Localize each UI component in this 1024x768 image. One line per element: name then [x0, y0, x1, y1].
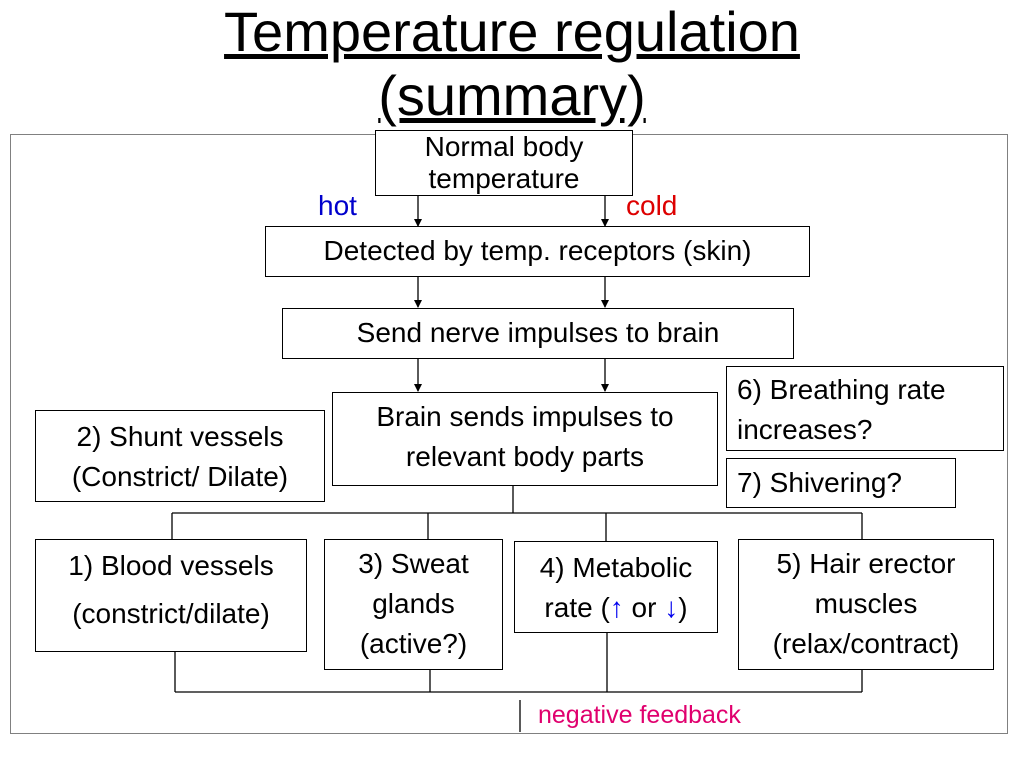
shunt-vessels-box: 2) Shunt vessels (Constrict/ Dilate): [35, 410, 325, 502]
hair-line1: 5) Hair erector: [776, 548, 956, 579]
hair-line2: muscles: [814, 588, 918, 619]
up-arrow-icon: ↑: [609, 592, 624, 623]
breathing-line2: increases?: [737, 414, 873, 445]
shivering-box: 7) Shivering?: [726, 458, 956, 508]
sweat-line1: 3) Sweat: [358, 548, 469, 579]
shivering-text: 7) Shivering?: [737, 467, 902, 498]
metabolic-post: ): [678, 592, 688, 623]
detected-text: Detected by temp. receptors (skin): [323, 235, 752, 266]
send-impulses-box: Send nerve impulses to brain: [282, 308, 794, 359]
metabolic-mid: or: [623, 592, 665, 623]
blood-vessels-box: 1) Blood vessels (constrict/dilate): [35, 539, 307, 652]
hair-line3: (relax/contract): [772, 628, 960, 659]
negative-feedback-label: negative feedback: [538, 701, 741, 729]
brain-line1: Brain sends impulses to: [376, 401, 674, 432]
sweat-line2: glands: [372, 588, 455, 619]
normal-line2: temperature: [428, 163, 580, 194]
hot-label: hot: [318, 190, 357, 221]
normal-line1: Normal body: [424, 131, 584, 162]
send-text: Send nerve impulses to brain: [356, 317, 720, 348]
metabolic-pre: rate (: [544, 592, 610, 623]
shunt-line1: 2) Shunt vessels: [76, 421, 284, 452]
normal-body-temperature-box: Normal body temperature: [375, 130, 633, 196]
metabolic-line2: rate (↑ or ↓): [515, 588, 717, 628]
breathing-line1: 6) Breathing rate: [737, 374, 946, 405]
brain-line2: relevant body parts: [405, 441, 645, 472]
metabolic-line1: 4) Metabolic: [539, 552, 693, 583]
sweat-line3: (active?): [359, 628, 468, 659]
shunt-line2: (Constrict/ Dilate): [71, 461, 289, 492]
metabolic-rate-box: 4) Metabolic rate (↑ or ↓): [514, 541, 718, 633]
breathing-rate-box: 6) Breathing rate increases?: [726, 366, 1004, 451]
hair-erector-box: 5) Hair erector muscles (relax/contract): [738, 539, 994, 670]
blood-line1: 1) Blood vessels: [68, 550, 274, 581]
page-subtitle: (summary): [378, 64, 646, 127]
blood-line2: (constrict/dilate): [72, 598, 270, 629]
detected-receptors-box: Detected by temp. receptors (skin): [265, 226, 810, 277]
brain-sends-box: Brain sends impulses to relevant body pa…: [332, 392, 718, 486]
sweat-glands-box: 3) Sweat glands (active?): [324, 539, 503, 670]
cold-label: cold: [626, 190, 678, 221]
down-arrow-icon: ↓: [664, 592, 679, 623]
page-title: Temperature regulation: [224, 0, 800, 63]
